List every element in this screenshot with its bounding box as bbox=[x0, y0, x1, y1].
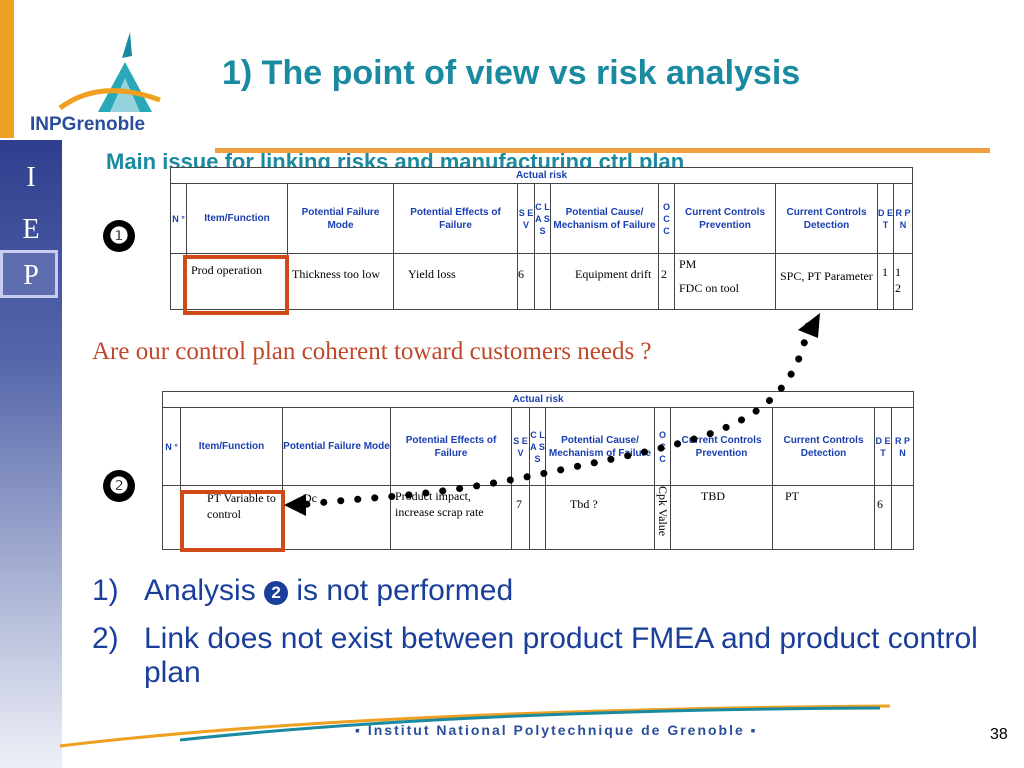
point-1-text-start: Analysis bbox=[144, 574, 265, 607]
cell-prevention-line-1: PM bbox=[679, 257, 697, 271]
inp-logo-icon bbox=[58, 32, 161, 112]
point-1-text-end: is not performed bbox=[288, 574, 514, 607]
header-failure-mode: Potential Failure Mode bbox=[282, 407, 391, 486]
cell-cause: Equipment drift bbox=[550, 253, 659, 310]
point-2-number: 2) bbox=[92, 622, 119, 655]
marker-1-icon: ❶ bbox=[103, 220, 135, 252]
sidebar-letter-i: I bbox=[26, 162, 36, 193]
title-rule bbox=[215, 148, 990, 153]
table-row: PT Variable to control Dc Product impact… bbox=[162, 485, 915, 550]
footer-institution: ▪ Institut National Polytechnique de Gre… bbox=[355, 722, 758, 738]
marker-2-icon: ❷ bbox=[103, 470, 135, 502]
cell-rpn bbox=[890, 485, 915, 550]
slide-title: 1) The point of view vs risk analysis bbox=[222, 54, 801, 92]
inline-marker-2-icon: 2 bbox=[264, 581, 289, 605]
cell-cause: Tbd ? bbox=[545, 485, 655, 550]
fmea-table-actual: Actual risk N ° Item/Function Potential … bbox=[169, 167, 914, 310]
cell-item: Prod operation bbox=[186, 253, 288, 310]
cell-prevention-line-2: FDC on tool bbox=[679, 281, 740, 295]
question-text: Are our control plan coherent toward cus… bbox=[92, 338, 652, 365]
cell-prevention: TBD bbox=[670, 485, 773, 550]
sidebar-gradient bbox=[0, 140, 62, 768]
sidebar-letter-e: E bbox=[22, 214, 40, 245]
page-number: 38 bbox=[990, 726, 1008, 743]
cell-failure-mode: Thickness too low bbox=[287, 253, 394, 310]
header-detection: Current Controls Detection bbox=[775, 183, 878, 254]
cpk-value: Cpk Value bbox=[656, 486, 670, 537]
point-2-text: Link does not exist between product FMEA… bbox=[144, 622, 978, 689]
header-failure-mode: Potential Failure Mode bbox=[287, 183, 394, 254]
header-item: Item/Function bbox=[186, 183, 288, 254]
sidebar-accent-bar bbox=[0, 0, 14, 138]
table-row: Prod operation Thickness too low Yield l… bbox=[170, 253, 914, 310]
logo-wordmark: INPGrenoble bbox=[30, 114, 146, 135]
point-1-number: 1) bbox=[92, 574, 119, 607]
point-2: 2) Link does not exist between product FM… bbox=[92, 622, 984, 690]
header-item: Item/Function bbox=[180, 407, 283, 486]
cell-detection: PT bbox=[772, 485, 875, 550]
highlight-box-item-2 bbox=[180, 490, 285, 552]
header-prevention: Current Controls Prevention bbox=[674, 183, 776, 254]
header-sev: S E V bbox=[517, 183, 535, 254]
cell-rpn: 1 2 bbox=[892, 253, 914, 310]
footer-swoosh-icon bbox=[60, 704, 890, 748]
header-cause: Potential Cause/ Mechanism of Failure bbox=[550, 183, 659, 254]
highlight-box-item-1 bbox=[183, 255, 289, 315]
cell-effects: Yield loss bbox=[393, 253, 518, 310]
cell-detection: SPC, PT Parameter bbox=[775, 253, 878, 310]
cell-det: 1 bbox=[877, 253, 894, 310]
fmea-table-product: Actual risk N ° Item/Function Potential … bbox=[161, 391, 915, 550]
sidebar-letter-p-box bbox=[0, 250, 58, 298]
cell-item: PT Variable to control bbox=[180, 485, 283, 550]
header-rpn: R P N bbox=[892, 183, 914, 254]
sidebar-letter-p: P bbox=[23, 260, 39, 291]
point-1: 1) Analysis 2 is not performed bbox=[92, 574, 984, 608]
cell-prevention: PM FDC on tool bbox=[674, 253, 776, 310]
